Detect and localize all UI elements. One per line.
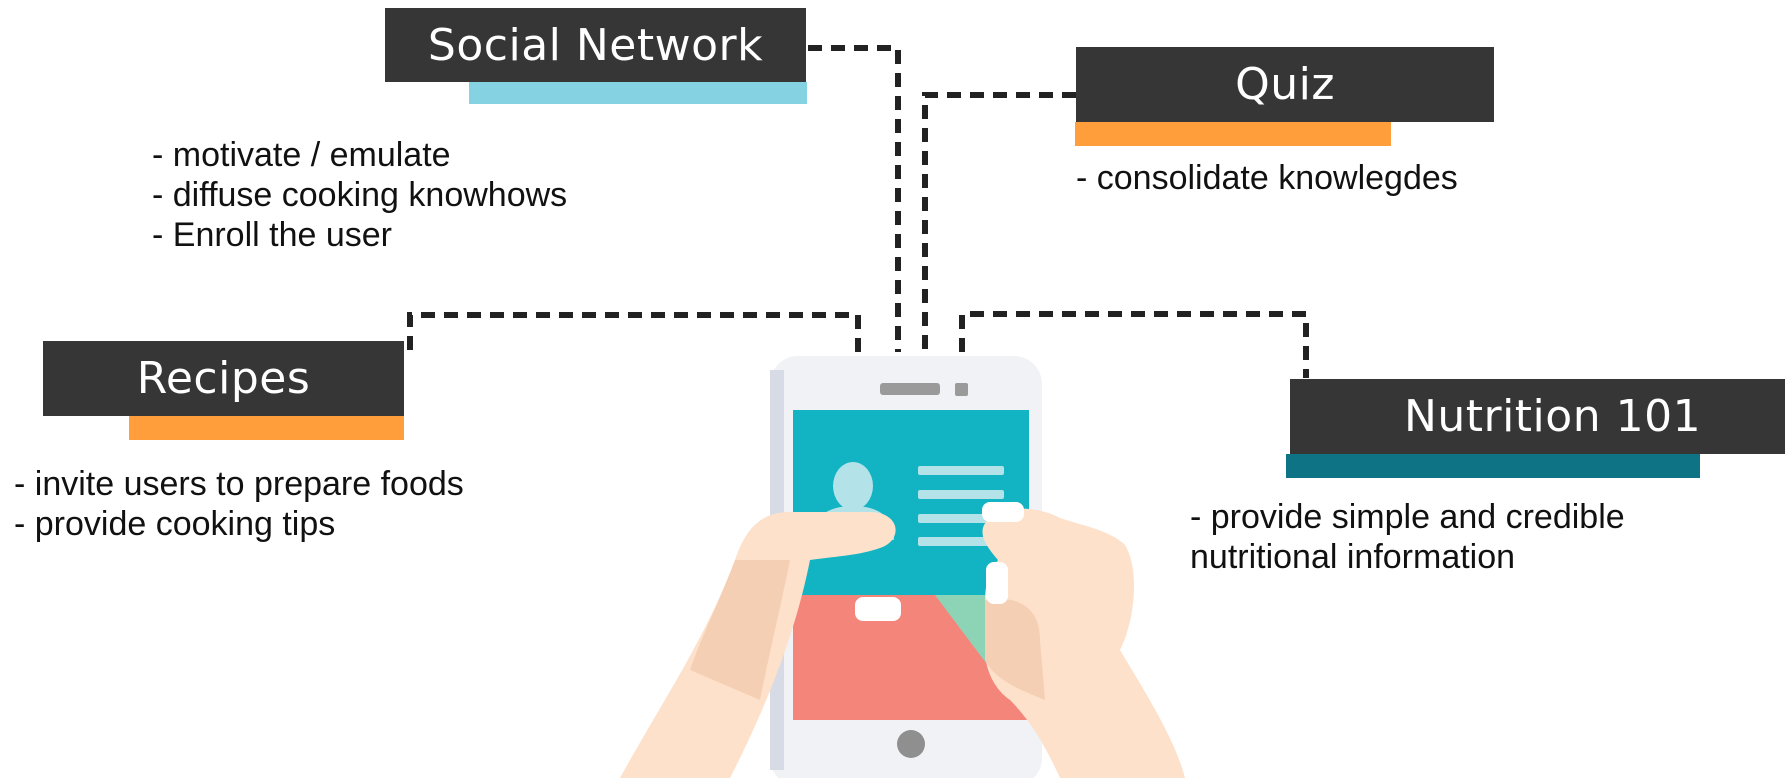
recipes-note: - provide cooking tips <box>14 505 336 543</box>
connector-social-network <box>808 45 901 352</box>
quiz-notes: - consolidate knowlegdes <box>1076 158 1458 198</box>
recipes-note: - invite users to prepare foods <box>14 465 464 503</box>
social-network-note: - motivate / emulate <box>152 136 451 174</box>
quiz-accent-bar <box>1075 122 1391 146</box>
phone-speaker-icon <box>880 383 968 396</box>
social-network-note: - Enroll the user <box>152 216 392 254</box>
social-network-notes: - motivate / emulate - diffuse cooking k… <box>152 135 567 255</box>
screen-red-panel <box>793 595 1029 720</box>
nutrition-accent-bar <box>1286 454 1700 478</box>
social-network-title-box: Social Network <box>385 8 806 82</box>
connector-quiz <box>922 92 1076 352</box>
quiz-note: - consolidate knowlegdes <box>1076 159 1458 197</box>
connector-nutrition <box>959 311 1309 378</box>
social-network-accent-bar <box>469 82 807 104</box>
nutrition-title-box: Nutrition 101 <box>1290 379 1785 454</box>
home-button-icon <box>897 730 925 758</box>
recipes-accent-bar <box>129 416 404 440</box>
content-lines-icon <box>918 466 1004 546</box>
right-hand <box>982 508 1185 778</box>
nutrition-note: - provide simple and credible nutritiona… <box>1190 498 1625 576</box>
connector-recipes <box>407 312 861 352</box>
recipes-notes: - invite users to prepare foods - provid… <box>14 464 464 544</box>
social-network-note: - diffuse cooking knowhows <box>152 176 568 214</box>
recipes-title-box: Recipes <box>43 341 404 416</box>
quiz-title-box: Quiz <box>1076 47 1494 122</box>
left-hand <box>620 512 896 778</box>
